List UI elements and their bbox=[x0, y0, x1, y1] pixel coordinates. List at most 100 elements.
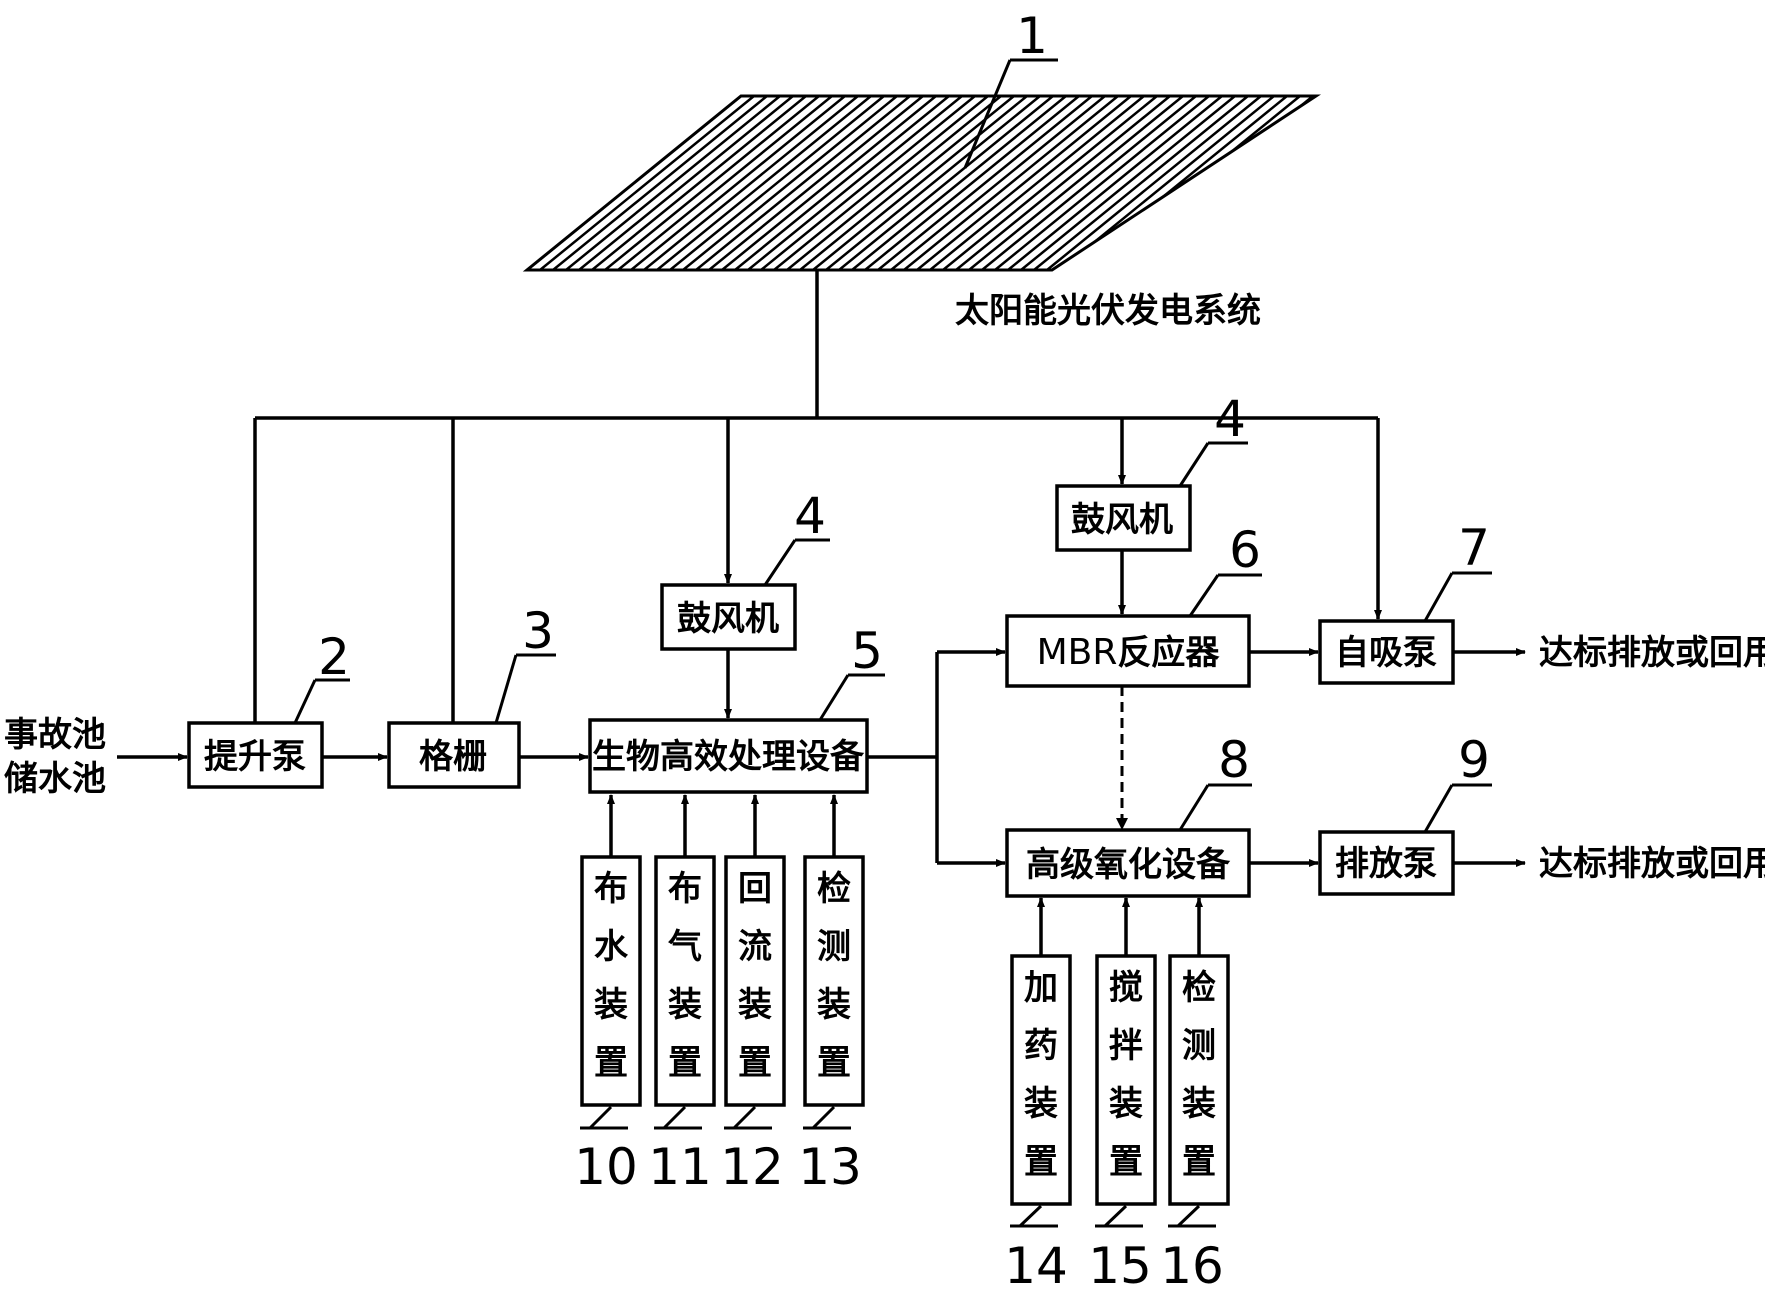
mbr-callout: 6 bbox=[1188, 521, 1262, 617]
hatch-line bbox=[838, 96, 1054, 270]
oxidation-device-14: 加 药 装 置 14 bbox=[1004, 897, 1072, 1295]
oxidation-device-15: 搅 拌 装 置 15 bbox=[1088, 897, 1157, 1295]
bio-device-13-char-4: 置 bbox=[817, 1043, 851, 1083]
discharge-pump-callout: 9 bbox=[1423, 731, 1492, 833]
hatch-line bbox=[812, 96, 1028, 270]
oxidation-device-15-char-3: 装 bbox=[1109, 1084, 1143, 1124]
hatch-line bbox=[280, 96, 494, 270]
hatch-line bbox=[1359, 96, 1573, 270]
bio-treatment-callout: 5 bbox=[818, 622, 885, 721]
power-lines bbox=[251, 270, 1382, 733]
hatch-line bbox=[669, 96, 885, 270]
hatch-line bbox=[864, 96, 1080, 270]
self-priming-pump-callout: 7 bbox=[1423, 519, 1492, 622]
hatch-line bbox=[527, 96, 573, 270]
bio-treatment-number: 5 bbox=[851, 622, 883, 680]
hatch-line bbox=[1020, 96, 1236, 270]
bio-device-10-number: 10 bbox=[574, 1138, 638, 1196]
hatch-line bbox=[877, 96, 1093, 270]
bio-device-10-char-4: 置 bbox=[594, 1043, 628, 1083]
bio-device-12-char-2: 流 bbox=[738, 927, 772, 967]
blower-left-number: 4 bbox=[794, 487, 826, 545]
hatch-line bbox=[1411, 96, 1625, 270]
bio-device-11-number: 11 bbox=[648, 1138, 712, 1196]
hatch-line bbox=[682, 96, 898, 270]
hatch-line bbox=[1346, 96, 1560, 270]
bio-device-11: 布 气 装 置 11 bbox=[648, 794, 716, 1196]
oxidation-device-14-number: 14 bbox=[1004, 1237, 1068, 1295]
oxidation-device-14-char-3: 装 bbox=[1024, 1084, 1058, 1124]
solar-panel-number: 1 bbox=[1016, 7, 1048, 65]
hatch-line bbox=[916, 96, 1132, 270]
discharge-pump-label: 排放泵 bbox=[1335, 844, 1437, 884]
oxidation-device-16-char-2: 测 bbox=[1182, 1026, 1216, 1066]
self-priming-pump-number: 7 bbox=[1458, 519, 1490, 577]
hatch-line bbox=[942, 96, 1158, 270]
bio-treatment-box: 生物高效处理设备 bbox=[588, 718, 869, 794]
hatch-line bbox=[786, 96, 1002, 270]
solar-panel-callout: 1 bbox=[963, 7, 1058, 169]
discharge-pump-number: 9 bbox=[1458, 731, 1490, 789]
oxidation-device-16-char-4: 置 bbox=[1182, 1142, 1216, 1182]
hatch-line bbox=[825, 96, 1041, 270]
hatch-line bbox=[799, 96, 1015, 270]
oxidation-device-15-char-4: 置 bbox=[1109, 1142, 1143, 1182]
bio-device-13-char-1: 检 bbox=[817, 869, 851, 909]
blower-right-label: 鼓风机 bbox=[1071, 500, 1173, 540]
bio-device-10: 布 水 装 置 10 bbox=[574, 794, 642, 1196]
bio-device-10-char-1: 布 bbox=[594, 869, 628, 909]
hatch-line bbox=[903, 96, 1119, 270]
oxidation-device-15-number: 15 bbox=[1088, 1237, 1152, 1295]
hatch-line bbox=[604, 96, 820, 270]
hatch-line bbox=[1280, 96, 1316, 270]
hatch-line bbox=[929, 96, 1145, 270]
hatch-line bbox=[1293, 96, 1316, 270]
hatch-line bbox=[968, 96, 1184, 270]
self-priming-pump-label: 自吸泵 bbox=[1335, 633, 1437, 673]
bio-device-12-char-1: 回 bbox=[738, 869, 772, 909]
output-top-label: 达标排放或回用 bbox=[1539, 633, 1765, 673]
hatch-line bbox=[721, 96, 937, 270]
grille-label: 格栅 bbox=[419, 737, 487, 777]
hatch-line bbox=[1254, 96, 1316, 270]
mbr-label-prefix: MBR bbox=[1037, 632, 1118, 673]
hatch-line bbox=[565, 96, 781, 270]
hatch-line bbox=[1424, 96, 1638, 270]
hatch-line bbox=[306, 96, 520, 270]
hatch-line bbox=[773, 96, 989, 270]
lift-pump-number: 2 bbox=[318, 628, 350, 686]
oxidation-device-16-char-3: 装 bbox=[1182, 1084, 1216, 1124]
hatch-line bbox=[1333, 96, 1547, 270]
bio-device-12-number: 12 bbox=[720, 1138, 784, 1196]
discharge-pump-box: 排放泵 bbox=[1318, 830, 1455, 896]
hatch-line bbox=[643, 96, 859, 270]
advanced-oxidation-box: 高级氧化设备 bbox=[1005, 828, 1251, 898]
hatch-line bbox=[527, 96, 547, 270]
oxidation-device-16-char-1: 检 bbox=[1182, 968, 1216, 1008]
blower-right-box: 鼓风机 bbox=[1055, 484, 1192, 552]
hatch-line bbox=[630, 96, 846, 270]
oxidation-device-15-char-2: 拌 bbox=[1109, 1026, 1143, 1066]
bio-device-13: 检 测 装 置 13 bbox=[798, 794, 865, 1196]
mbr-reactor-label: MBR反应器 bbox=[1037, 632, 1221, 673]
hatch-line bbox=[527, 96, 586, 270]
solar-panel bbox=[280, 94, 1638, 272]
blower-left-callout: 4 bbox=[763, 487, 830, 586]
oxidation-device-15-char-1: 搅 bbox=[1109, 968, 1143, 1008]
source-label: 事故池 储水池 bbox=[4, 715, 106, 799]
bio-devices: 布 水 装 置 10 布 气 装 置 11 回 流 装 置 bbox=[574, 794, 865, 1196]
hatch-line bbox=[1267, 96, 1316, 270]
hatch-line bbox=[760, 96, 976, 270]
hatch-line bbox=[1385, 96, 1599, 270]
hatch-line bbox=[1306, 96, 1316, 270]
bio-device-11-char-2: 气 bbox=[667, 927, 702, 967]
hatch-line bbox=[994, 96, 1210, 270]
mbr-label-suffix: 反应器 bbox=[1117, 633, 1220, 673]
blower-left-label: 鼓风机 bbox=[677, 599, 779, 639]
oxidation-device-14-char-2: 药 bbox=[1024, 1026, 1058, 1066]
bio-device-10-char-2: 水 bbox=[594, 927, 629, 967]
bio-device-11-char-1: 布 bbox=[668, 869, 702, 909]
blower-right-number: 4 bbox=[1214, 390, 1246, 448]
hatch-line bbox=[1007, 96, 1223, 270]
